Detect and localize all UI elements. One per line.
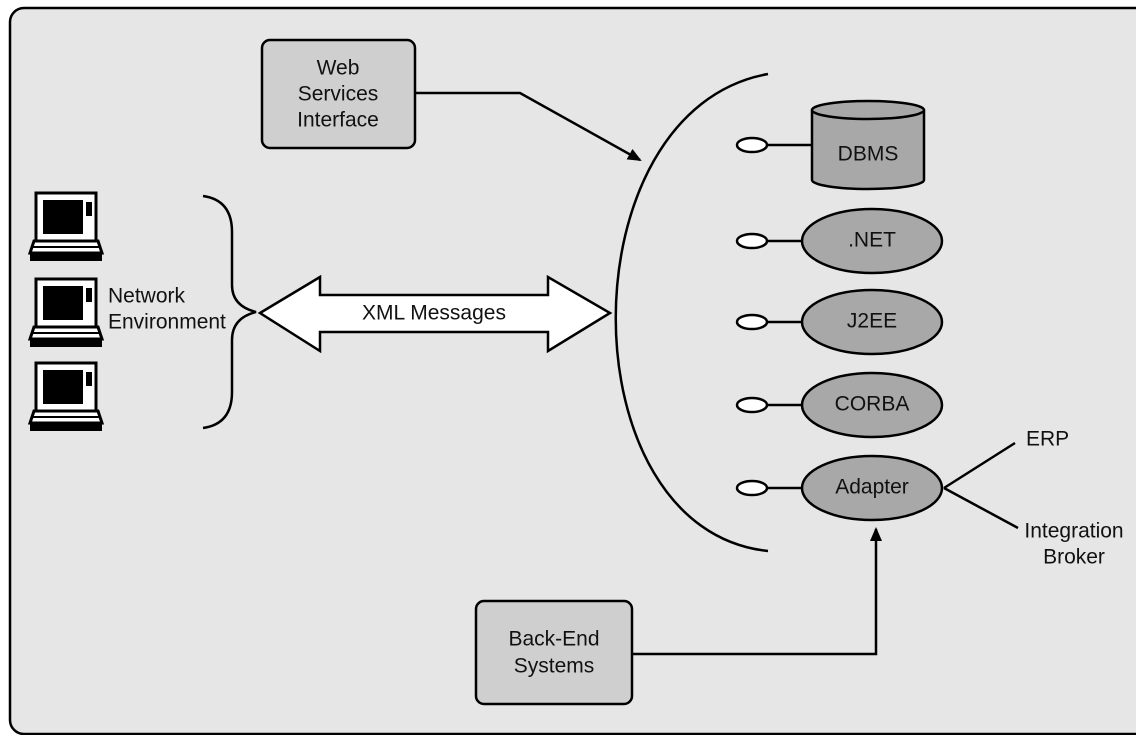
j2ee-port <box>735 313 769 331</box>
j2ee-node: J2EE <box>800 288 944 356</box>
web-services-interface-box: Web Services Interface <box>260 38 417 150</box>
xml-messages-label: XML Messages <box>362 302 506 325</box>
xml-messages-arrow: XML Messages <box>257 274 613 354</box>
web-services-label-line1: Web <box>317 57 360 80</box>
back-end-label-line2: Systems <box>514 655 595 678</box>
net-port <box>735 232 769 250</box>
computer-icon <box>28 361 104 433</box>
corba-port <box>735 396 769 414</box>
component-container-arc <box>614 72 769 553</box>
back-end-connector <box>632 527 882 656</box>
erp-label: ERP <box>1026 428 1069 451</box>
network-label-line1: Network <box>108 285 186 308</box>
computer-icon <box>28 277 104 349</box>
erp-link <box>943 441 1016 490</box>
curly-brace <box>202 194 257 430</box>
corba-label: CORBA <box>835 393 910 416</box>
adapter-node: Adapter <box>800 454 944 522</box>
integration-label-line1: Integration <box>1024 520 1123 543</box>
web-services-label-line3: Interface <box>297 109 379 132</box>
back-end-systems-box: Back-End Systems <box>474 599 634 706</box>
adapter-label: Adapter <box>835 476 909 499</box>
network-label-line2: Environment <box>108 311 226 334</box>
integration-broker-link <box>943 486 1019 530</box>
integration-label-line2: Broker <box>1043 546 1105 569</box>
j2ee-label: J2EE <box>847 310 897 333</box>
adapter-port <box>735 479 769 497</box>
computer-icon <box>28 191 104 263</box>
dbms-node: DBMS <box>810 99 926 191</box>
corba-node: CORBA <box>800 371 944 439</box>
net-node: .NET <box>800 207 944 275</box>
back-end-label-line1: Back-End <box>508 628 599 651</box>
dbms-port <box>735 136 769 154</box>
web-services-connector <box>415 91 642 162</box>
web-services-label-line2: Services <box>298 83 379 106</box>
net-label: .NET <box>848 229 896 252</box>
dbms-label: DBMS <box>838 143 899 166</box>
